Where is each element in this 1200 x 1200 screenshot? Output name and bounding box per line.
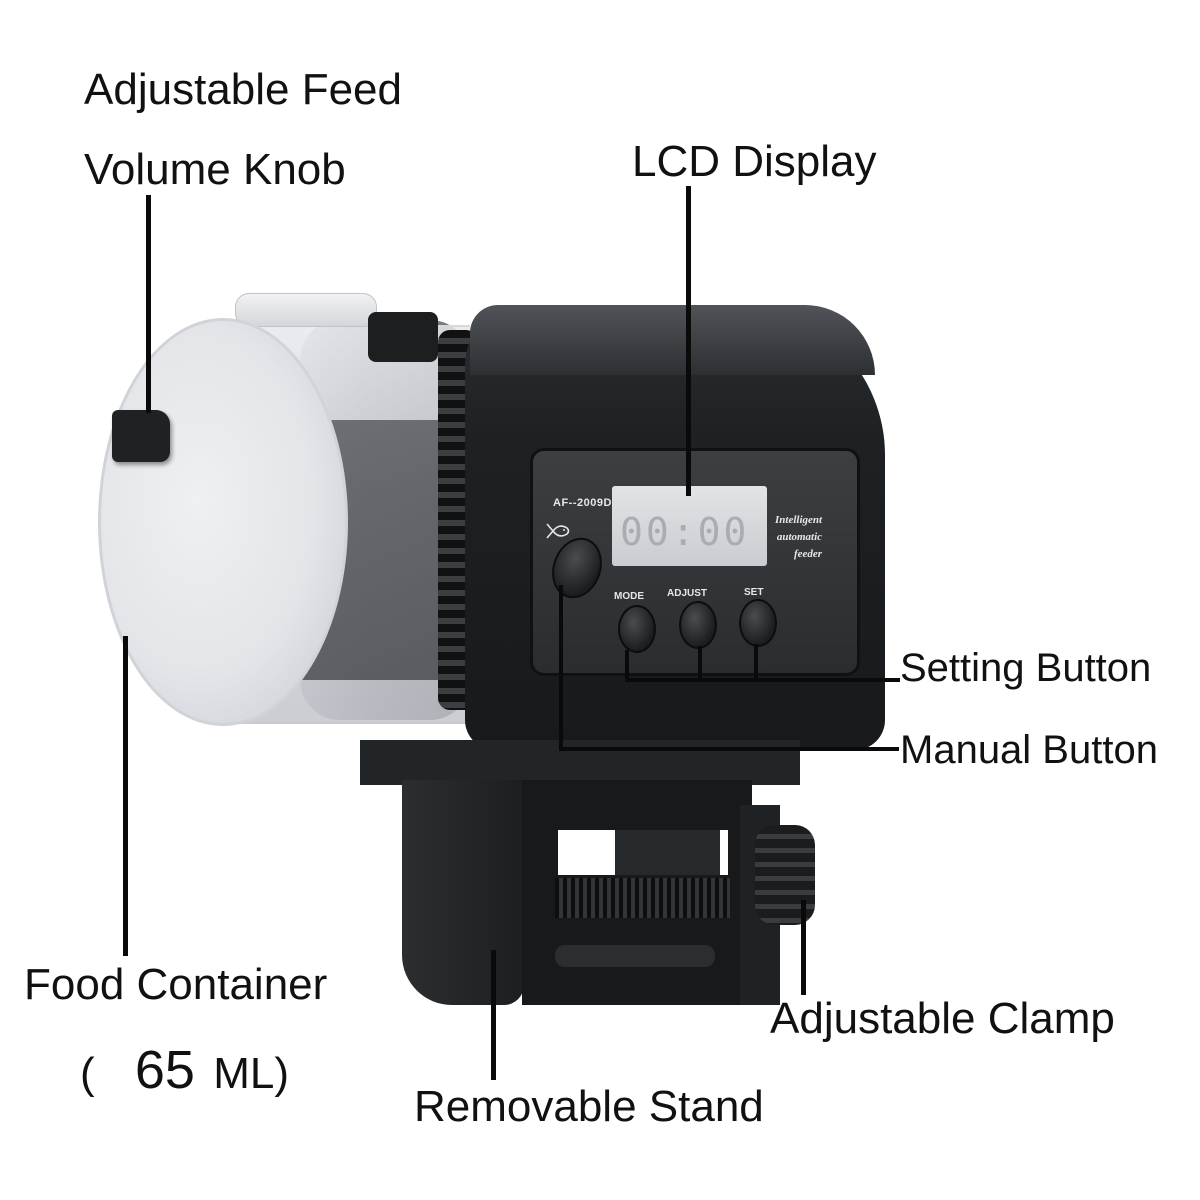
- callout-line-setting: [625, 678, 900, 682]
- capacity-unit: ML): [213, 1049, 289, 1098]
- clamp-opening-shadow: [615, 830, 720, 875]
- model-number: AF--2009D: [553, 497, 612, 509]
- callout-line-adjust: [698, 646, 702, 680]
- callout-line-food-container: [123, 636, 128, 956]
- callout-line-mode: [625, 650, 629, 680]
- capacity-open-paren: (: [80, 1049, 95, 1098]
- adjust-button[interactable]: [679, 601, 717, 649]
- capacity-value: 65: [134, 1040, 195, 1100]
- callout-line-manual-h: [559, 747, 899, 751]
- fish-icon: [545, 522, 571, 546]
- label-capacity: ( 65 ML): [80, 1043, 289, 1097]
- clamp-knob[interactable]: [755, 825, 815, 925]
- brand-line: automatic: [776, 531, 823, 544]
- feed-volume-knob[interactable]: [112, 410, 170, 462]
- callout-line-lcd: [686, 186, 691, 496]
- callout-line-set: [754, 644, 758, 680]
- label-manual-button: Manual Button: [900, 728, 1158, 772]
- set-button[interactable]: [739, 599, 777, 647]
- clamp-rod: [555, 945, 715, 967]
- label-feed-knob-line1: Adjustable Feed: [84, 65, 402, 114]
- lcd-digits: 00:00: [620, 510, 750, 554]
- brand-text: Intelligent automatic feeder: [775, 512, 822, 563]
- food-container-cap: [98, 318, 348, 726]
- brand-line: feeder: [793, 548, 823, 561]
- lid-latch: [368, 312, 438, 362]
- adjust-label: ADJUST: [667, 588, 708, 599]
- removable-stand: [402, 780, 524, 1005]
- lcd-screen: [612, 486, 767, 566]
- callout-line-clamp: [801, 900, 806, 995]
- container-lid-hinge: [235, 293, 377, 327]
- label-adjustable-clamp: Adjustable Clamp: [770, 994, 1115, 1043]
- callout-line-manual-v: [559, 585, 563, 750]
- set-label: SET: [744, 587, 764, 598]
- clamp-spring: [555, 878, 730, 918]
- label-removable-stand: Removable Stand: [414, 1082, 764, 1131]
- brand-line: Intelligent: [775, 514, 823, 526]
- label-setting-button: Setting Button: [900, 646, 1152, 690]
- mode-label: MODE: [614, 591, 644, 602]
- label-lcd-display: LCD Display: [632, 137, 877, 186]
- callout-line-stand: [491, 950, 496, 1080]
- callout-line-feed-knob: [146, 195, 151, 413]
- mode-button[interactable]: [618, 605, 656, 653]
- feeder-body-top: [470, 305, 875, 375]
- label-food-container: Food Container: [24, 960, 328, 1009]
- label-feed-knob-line2: Volume Knob: [84, 145, 346, 194]
